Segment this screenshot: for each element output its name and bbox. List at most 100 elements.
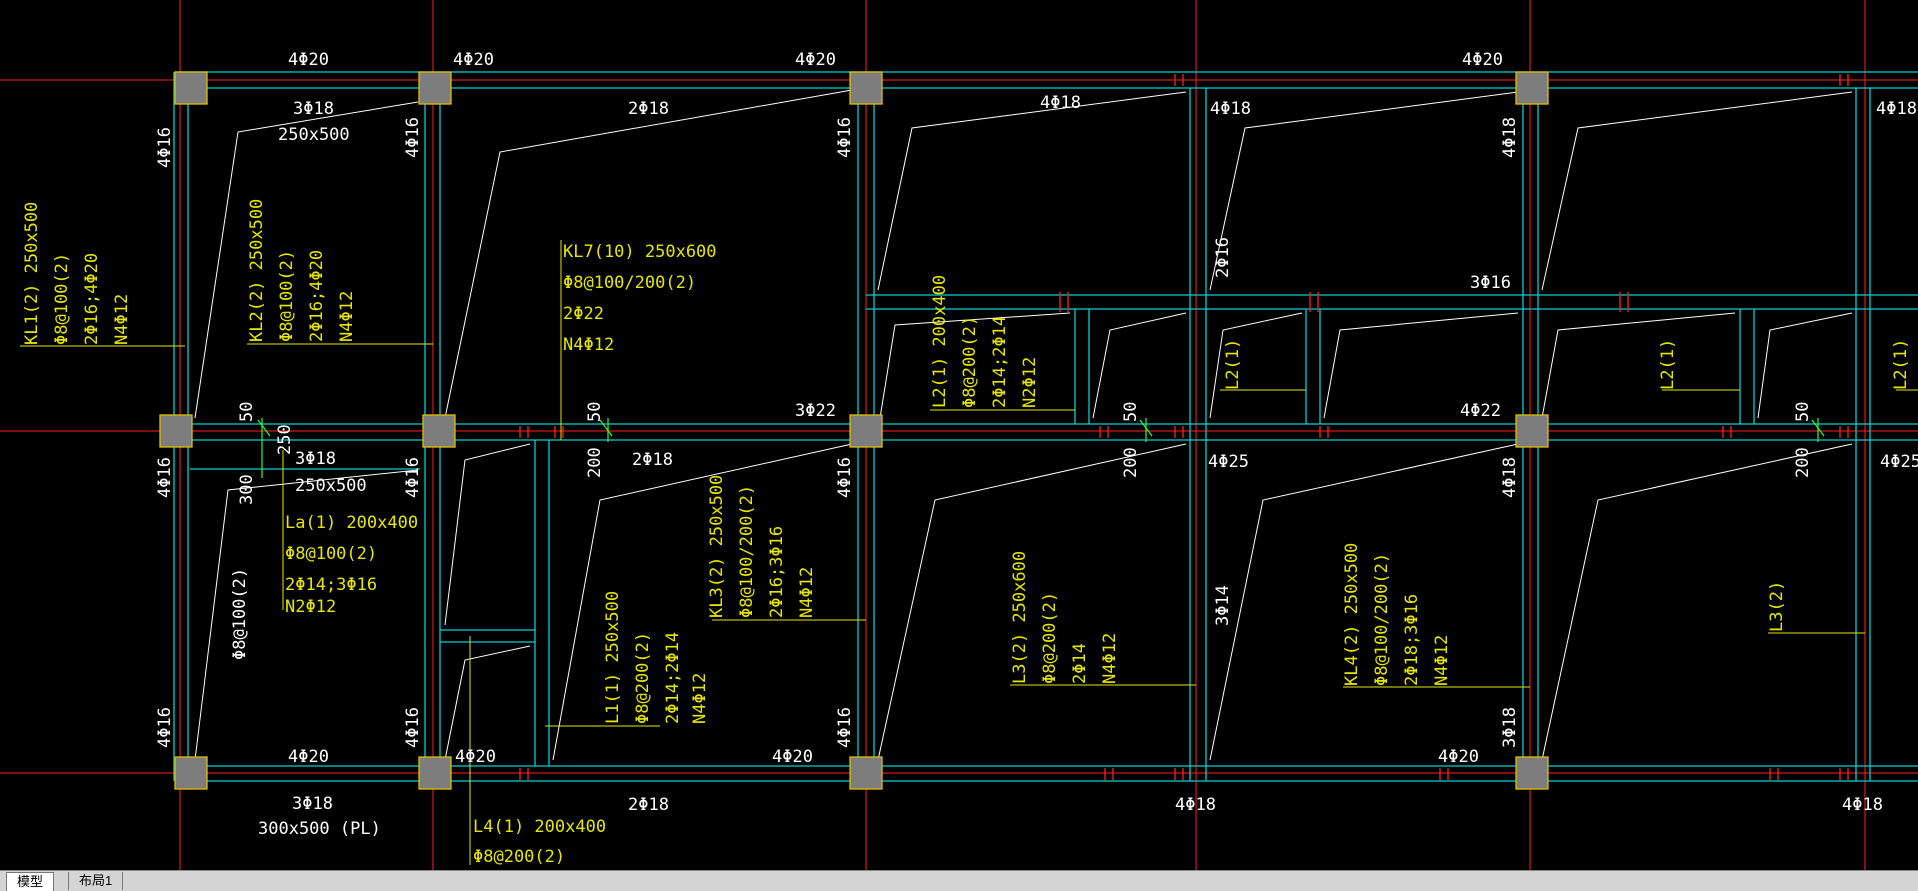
label-3phi16: 3Φ16 [1470,273,1511,293]
l1-line3: 2Φ14;2Φ14 [663,632,683,724]
annotation-leaders [20,240,1918,865]
label-3phi14: 3Φ14 [1213,585,1233,626]
tab-model[interactable]: 模型 [6,872,55,891]
label-2phi18-mid: 2Φ18 [632,450,673,470]
l2a-line2: Φ8@200(2) [960,316,980,408]
label-bottom-2phi18: 2Φ18 [628,795,669,815]
label-v-3phi18-l: 3Φ18 [1500,707,1520,748]
kl2-line1: KL2(2) 250x500 [247,199,267,342]
l1-line4: N4Φ12 [690,673,710,724]
kl7-line2: Φ8@100/200(2) [563,273,696,293]
label-lower-1: 4Φ20 [288,747,329,767]
l3a-line3: 2Φ14 [1070,643,1090,684]
label-top-4: 4Φ20 [1462,50,1503,70]
label-v-4phi16-g: 4Φ16 [835,457,855,498]
label-v-4phi18-h: 4Φ18 [1500,457,1520,498]
dimension-marks [257,418,1825,478]
la-line2: Φ8@100(2) [285,544,377,564]
kl3-line2: Φ8@100/200(2) [737,485,757,618]
kl2-line3: 2Φ16;4Φ20 [307,250,327,342]
kl3-line1: KL3(2) 250x500 [707,475,727,618]
label-top-2: 4Φ20 [453,50,494,70]
label-lower-4: 4Φ20 [1438,747,1479,767]
l1-line1: L1(1) 250x500 [603,591,623,724]
axis-tick-marks [519,74,1849,780]
l1-line2: Φ8@200(2) [633,632,653,724]
label-bottom-300x500: 300x500 (PL) [258,819,381,839]
l3a-line4: N4Φ12 [1100,633,1120,684]
label-v-4phi16-c: 4Φ16 [835,117,855,158]
l4-line1: L4(1) 200x400 [473,817,606,837]
kl4-line1: KL4(2) 250x500 [1342,543,1362,686]
l3a-line2: Φ8@200(2) [1040,592,1060,684]
columns [159,71,1549,790]
label-4phi25-b: 4Φ25 [1880,452,1918,472]
label-4phi18-c: 4Φ18 [1040,93,1081,113]
label-l3-2: L3(2) [1767,581,1787,632]
model-space-background [0,0,1918,870]
l4-line2: Φ8@200(2) [473,847,565,867]
label-4phi22: 4Φ22 [1460,401,1501,421]
cad-drawing-canvas[interactable]: 4Φ20 4Φ20 4Φ20 4Φ20 3Φ18 250x500 2Φ18 4Φ… [0,0,1918,870]
layout-tab-bar: 模型 布局1 [0,870,1918,891]
label-bottom-4phi18-a: 4Φ18 [1175,795,1216,815]
kl4-line3: 2Φ18;3Φ16 [1402,594,1422,686]
label-stirrup-v: Φ8@100(2) [230,568,250,660]
kl2-line4: N4Φ12 [337,291,357,342]
label-dim-50-d: 50 [1793,402,1813,422]
kl7-line1: KL7(10) 250x600 [563,242,717,262]
label-l2-3: L2(1) [1891,339,1911,390]
kl7-line4: N4Φ12 [563,335,614,355]
kl1-line2: Φ8@100(2) [52,253,72,345]
label-v-4phi16-k: 4Φ16 [835,707,855,748]
label-v-4phi16-e: 4Φ16 [155,457,175,498]
label-3phi22: 3Φ22 [795,401,836,421]
label-dim-50-c: 50 [1121,402,1141,422]
label-bottom-4phi18-b: 4Φ18 [1842,795,1883,815]
l2a-line4: N2Φ12 [1020,357,1040,408]
label-4phi25-a: 4Φ25 [1208,452,1249,472]
label-3phi18-mid: 3Φ18 [295,449,336,469]
label-dim-250: 250 [275,424,295,455]
kl4-line4: N4Φ12 [1432,635,1452,686]
kl3-line3: 2Φ16;3Φ16 [767,526,787,618]
label-dim-300: 300 [237,474,257,505]
kl7-line3: 2Φ22 [563,304,604,324]
la-line1: La(1) 200x400 [285,513,418,533]
label-v-4phi18-d: 4Φ18 [1500,117,1520,158]
kl4-line2: Φ8@100/200(2) [1372,553,1392,686]
label-dim-50-b: 50 [585,402,605,422]
l2a-line3: 2Φ14;2Φ14 [990,316,1010,408]
kl3-line4: N4Φ12 [797,567,817,618]
kl1-line4: N4Φ12 [112,294,132,345]
label-4phi18-b: 4Φ18 [1876,99,1917,119]
la-line3: 2Φ14;3Φ16 [285,575,377,595]
label-v-4phi16-f: 4Φ16 [403,457,423,498]
label-top-1: 4Φ20 [288,50,329,70]
label-4phi18-a: 4Φ18 [1210,99,1251,119]
label-2phi18-top: 2Φ18 [628,99,669,119]
label-dim-50-a: 50 [237,402,257,422]
label-3phi18-top: 3Φ18 [293,99,334,119]
label-l2-2: L2(1) [1658,339,1678,390]
kl2-line2: Φ8@100(2) [277,250,297,342]
label-v-4phi16-j: 4Φ16 [403,707,423,748]
label-bottom-3phi18: 3Φ18 [292,794,333,814]
kl1-line3: 2Φ16;4Φ20 [82,253,102,345]
label-250x500-top: 250x500 [278,125,350,145]
label-lower-2: 4Φ20 [455,747,496,767]
label-top-3: 4Φ20 [795,50,836,70]
label-lower-3: 4Φ20 [772,747,813,767]
label-dim-200-a: 200 [585,447,605,478]
slab-diagonal-lines [194,89,1853,761]
la-line4: N2Φ12 [285,597,336,617]
label-l2-1: L2(1) [1223,339,1243,390]
label-v-4phi16-a: 4Φ16 [155,127,175,168]
tab-layout1[interactable]: 布局1 [68,872,124,890]
label-v-4phi16-i: 4Φ16 [155,707,175,748]
label-dim-200-b: 200 [1121,447,1141,478]
label-2phi16: 2Φ16 [1213,237,1233,278]
label-dim-200-c: 200 [1793,447,1813,478]
l3a-line1: L3(2) 250x600 [1010,551,1030,684]
kl1-line1: KL1(2) 250x500 [22,202,42,345]
